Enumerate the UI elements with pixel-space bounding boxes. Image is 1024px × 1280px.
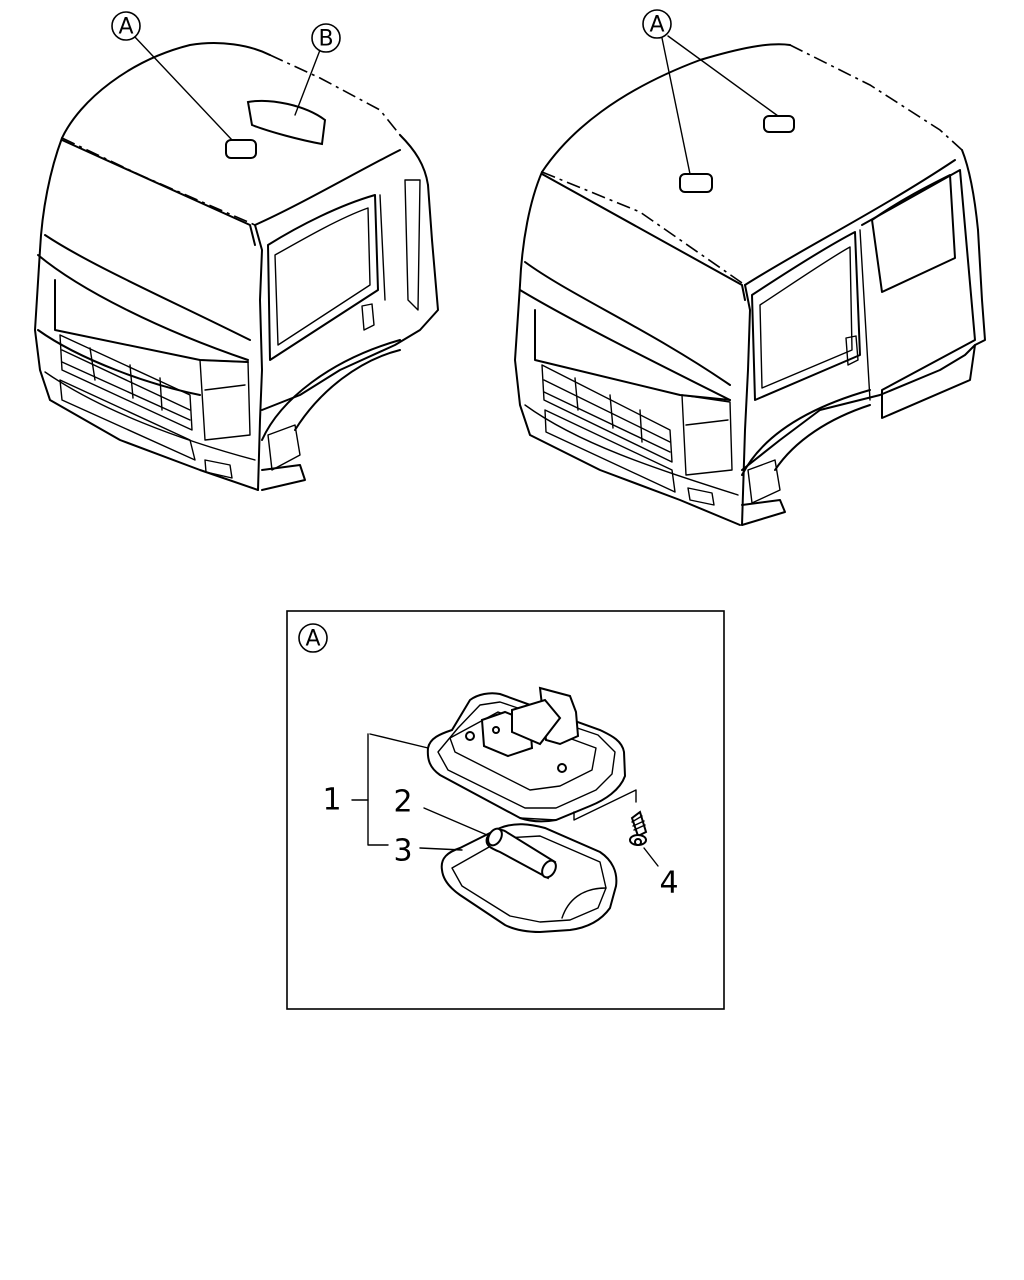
callout-left-lamp-label: A [118, 15, 133, 40]
callout-right-lamp: A [642, 9, 672, 39]
part-number-2: 2 [393, 785, 412, 820]
right-roof-lamp-rear [763, 115, 795, 133]
callout-left-marker-label: B [318, 27, 333, 52]
lamp-lens [440, 823, 618, 934]
part-number-3: 3 [393, 834, 412, 869]
left-roof-lamp [225, 139, 257, 159]
part-number-4: 4 [659, 866, 678, 901]
left-roof-marker [246, 99, 327, 146]
part-number-1: 1 [322, 783, 341, 818]
callout-right-lamp-label: A [649, 13, 664, 38]
right-cab-drawing [514, 35, 986, 526]
callout-detail-box: A [298, 623, 328, 653]
screw [629, 810, 648, 846]
lamp-housing [426, 686, 627, 823]
right-roof-lamp-front [679, 173, 713, 193]
callout-detail-box-label: A [305, 627, 320, 652]
callout-left-marker: B [311, 23, 341, 53]
bulb [485, 827, 557, 880]
detail-box: A [286, 610, 725, 1010]
left-cab-drawing [34, 35, 439, 491]
callout-left-lamp: A [111, 11, 141, 41]
